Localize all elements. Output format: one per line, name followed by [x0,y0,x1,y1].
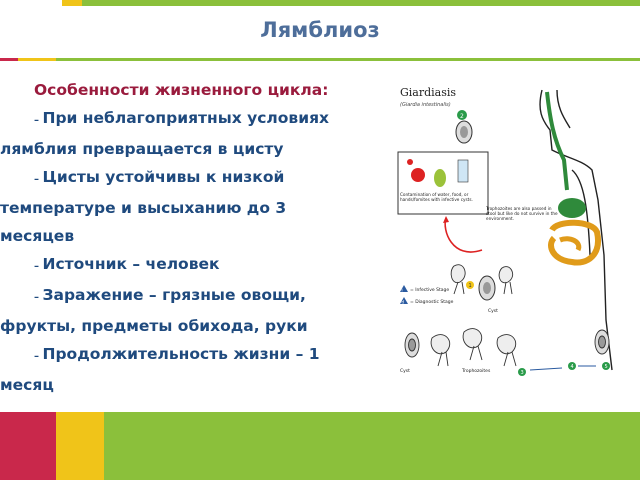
diagram-subtitle: (Giardia intestinalis) [400,102,451,108]
cyst-label: Cyst [488,308,498,314]
cyst-icon [478,275,496,301]
list-item: – Цисты устойчивы к низкой температуре и… [0,168,287,245]
giardiasis-lifecycle-diagram: Giardiasis (Giardia intestinalis) 2 [392,80,632,380]
list-item: – Источник – человек [34,255,220,273]
step-3-icon [518,368,526,376]
lifecycle-stages-row [404,328,610,367]
top-color-bar [0,0,640,6]
text-content: Особенности жизненного цикла: – При небл… [0,76,345,399]
svg-text:1: 1 [469,283,472,289]
trophozoites-note: Trophozoites are also passed in stool bu… [486,206,558,221]
step-5-icon [602,362,610,370]
svg-text:d: d [402,300,405,305]
human-body-outline-icon [539,89,613,371]
list-item: – Продолжительность жизни – 1 месяц [0,345,320,394]
transmission-arrow [444,217,483,253]
page-title: Лямблиоз [260,18,380,42]
trophozoites-label: Trophozoites [461,368,491,374]
bottom-color-bar [0,412,640,480]
svg-text:2: 2 [460,113,464,120]
list-item: – Заражение – грязные овощи, фрукты, пре… [0,286,308,335]
contamination-text: Contamination of water, food, or hands/f… [400,192,473,202]
apple-icon [411,168,425,182]
legend-infective-label: = Infective Stage [410,287,449,293]
legend-diagnostic-label: = Diagnostic Stage [410,299,454,305]
berry-icon [407,159,413,165]
list-item: – При неблагоприятных условиях лямблия п… [0,109,330,158]
glass-icon [457,159,469,183]
svg-text:i: i [402,288,403,293]
cyst-icon [455,120,473,144]
flow-arrow [529,367,563,371]
pear-icon [434,169,446,187]
svg-text:3: 3 [521,370,524,376]
svg-text:5: 5 [605,364,608,370]
digestive-tract-icon [545,91,601,266]
lifecycle-heading: Особенности жизненного цикла: [34,81,329,99]
step-2-icon [457,110,467,120]
step-4-icon [568,362,576,370]
cyst-label-bottom: Cyst [400,368,410,374]
step-1-icon [466,281,474,289]
trophozoite-icon [450,264,514,295]
svg-text:4: 4 [571,364,574,370]
legend: i = Infective Stage d = Diagnostic Stage [400,285,454,305]
lifecycle-svg: Giardiasis (Giardia intestinalis) 2 [397,86,613,376]
title-divider [0,58,640,61]
diagram-title: Giardiasis [400,86,456,99]
